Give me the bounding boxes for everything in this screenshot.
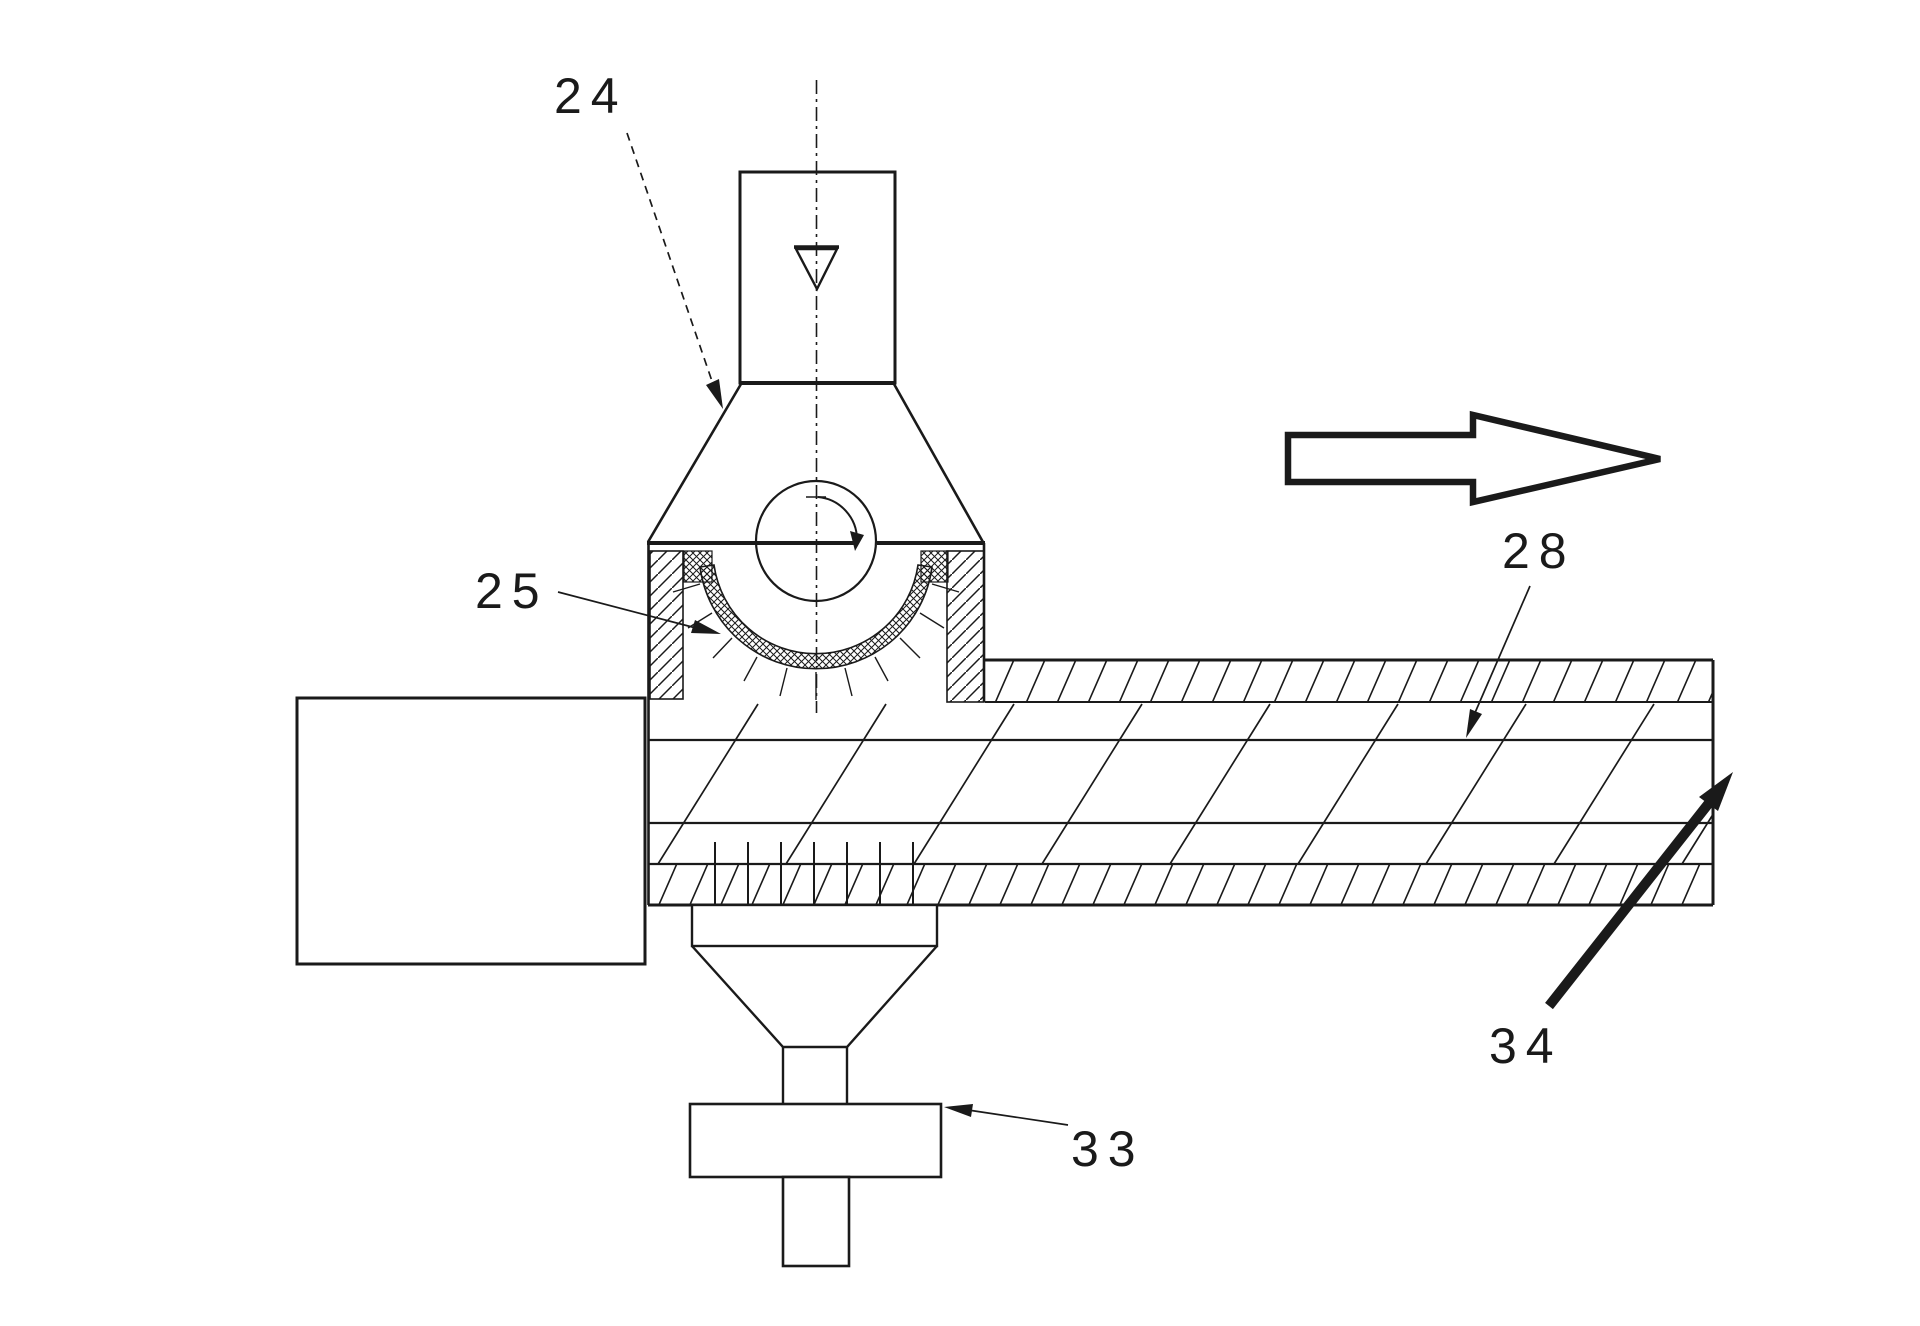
leader-28 (1466, 585, 1531, 738)
pipe-bottom-wall-hatch (649, 864, 1713, 905)
discharge-assembly (688, 903, 943, 1268)
leader-33 (944, 1104, 1069, 1126)
drive-stem (781, 1175, 851, 1268)
inlet-funnel (646, 170, 985, 543)
screw-flight-lines (657, 703, 1713, 864)
funnel-left-slope (646, 383, 743, 543)
inlet-down-arrow-icon (794, 247, 839, 292)
drive-flange (688, 1102, 943, 1179)
screen-bowl-band (699, 564, 933, 670)
conveyor-pipe (648, 658, 1715, 922)
flow-direction-outline-arrow-icon (1284, 410, 1661, 507)
leader-24 (626, 132, 723, 409)
funnel-right-slope (892, 383, 985, 543)
leader-25 (557, 591, 721, 634)
discharge-collar (690, 903, 939, 948)
ref-label-33: 33 (1071, 1121, 1145, 1177)
spray-lines (672, 583, 960, 700)
screen-bowl (672, 564, 960, 700)
rotation-arc-arrowhead-icon (850, 531, 864, 551)
leader-25-arrowhead-icon (691, 620, 721, 634)
ref-label-28: 28 (1502, 523, 1576, 579)
drive-box (295, 696, 647, 966)
ref-label-25: 25 (475, 563, 549, 619)
left-wall-column (649, 550, 684, 700)
discharge-funnel (691, 945, 938, 1049)
ref-label-34: 34 (1489, 1018, 1563, 1074)
valve-body (647, 541, 986, 905)
right-wall-column (946, 550, 985, 703)
leader-33-arrowhead-icon (944, 1104, 973, 1117)
inlet-tube (738, 170, 897, 385)
leader-28-arrowhead-icon (1466, 709, 1482, 738)
ref-label-24: 24 (554, 68, 628, 124)
leader-34-arrowhead-icon (1699, 772, 1733, 811)
pipe-top-wall-hatch (985, 660, 1713, 702)
leader-34 (1545, 772, 1733, 1010)
leader-24-arrowhead-icon (706, 379, 723, 409)
